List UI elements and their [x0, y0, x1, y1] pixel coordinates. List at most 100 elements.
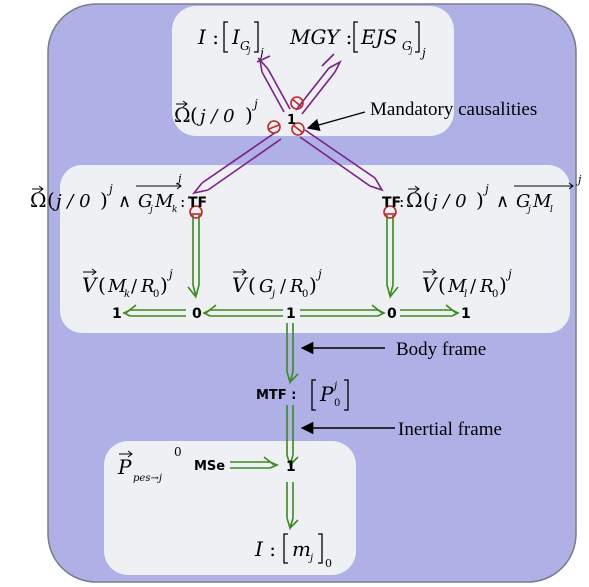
svg-text::: :	[180, 192, 185, 211]
svg-text:M: M	[532, 191, 552, 212]
omega-label-top: Ω ( j / 0 ) j	[174, 97, 258, 127]
svg-text:I: I	[231, 25, 241, 49]
svg-text:P: P	[117, 455, 132, 479]
svg-text:0: 0	[334, 398, 340, 409]
svg-text:j: j	[482, 182, 489, 196]
svg-text:k: k	[172, 205, 177, 215]
svg-text:I :: I :	[254, 537, 276, 561]
svg-text:Ω: Ω	[406, 188, 423, 212]
svg-text:∧: ∧	[118, 191, 131, 212]
svg-text:/: /	[131, 276, 138, 297]
left-tf-modulus-label: Ω ( j / 0 ) j ∧ G j M k j :	[30, 172, 185, 215]
svg-text:): )	[160, 273, 168, 297]
mass-label: I : m j 0	[254, 533, 332, 570]
svg-text:(: (	[248, 273, 256, 297]
svg-text:G: G	[516, 191, 530, 212]
tf-right: TF	[382, 195, 401, 211]
svg-text:j: j	[175, 172, 182, 185]
right-tf-modulus-label: : Ω ( j / 0 ) j ∧ G j M l j	[399, 173, 582, 215]
svg-text:l: l	[550, 205, 553, 215]
svg-text:j: j	[166, 267, 173, 281]
junction-bottom-one: 1	[286, 459, 296, 475]
svg-text:M: M	[154, 191, 174, 212]
svg-text:/: /	[470, 276, 477, 297]
junction-left-zero: 0	[192, 306, 202, 322]
junction-left-one: 1	[112, 306, 122, 322]
svg-text:(: (	[423, 188, 431, 212]
middle-inner-panel	[60, 165, 570, 333]
svg-text:): )	[245, 103, 253, 127]
svg-text:m: m	[292, 537, 311, 561]
svg-text:j: j	[106, 182, 113, 196]
svg-text:0: 0	[492, 289, 498, 300]
junction-middle-one: 1	[286, 306, 296, 322]
svg-text:j: j	[575, 173, 582, 186]
svg-text:I :: I :	[197, 25, 219, 49]
svg-text:P: P	[319, 382, 334, 406]
svg-text:MGY :: MGY :	[289, 25, 352, 49]
svg-text:G: G	[240, 39, 250, 53]
gravity-effort-label: P pes→j 0	[117, 445, 182, 484]
velocity-mk-label: V ( M k / R 0 ) j	[82, 267, 173, 300]
mgy-label: MGY : EJS G j j	[289, 21, 426, 60]
svg-text:V: V	[82, 273, 99, 297]
green-bonds	[122, 215, 460, 531]
junction-right-zero: 0	[387, 306, 397, 322]
junction-top-one: 1	[287, 113, 296, 128]
svg-text:j: j	[251, 97, 258, 111]
svg-text:(: (	[47, 188, 55, 212]
velocity-ml-label: V ( M l / R 0 ) j	[422, 267, 512, 300]
svg-text:j: j	[315, 267, 322, 281]
svg-text:/: /	[280, 276, 287, 297]
svg-text:j: j	[505, 267, 512, 281]
svg-text:R: R	[289, 276, 304, 297]
svg-text:l: l	[464, 289, 467, 300]
svg-text:V: V	[232, 273, 249, 297]
svg-text:G: G	[138, 191, 152, 212]
svg-text:R: R	[479, 276, 494, 297]
svg-text:j: j	[308, 553, 313, 564]
svg-text:j: j	[246, 46, 251, 55]
svg-text:): )	[309, 273, 317, 297]
svg-text:(: (	[438, 273, 446, 297]
svg-text:G: G	[402, 39, 412, 53]
svg-text:0: 0	[174, 445, 182, 459]
svg-text:V: V	[422, 273, 439, 297]
svg-text:j: j	[332, 381, 337, 392]
tf-left: TF	[188, 195, 207, 211]
svg-text:Ω: Ω	[30, 188, 47, 212]
svg-text::: :	[399, 192, 404, 211]
bottom-inner-panel	[104, 441, 356, 575]
svg-text:j: j	[148, 205, 153, 215]
svg-text:j: j	[408, 46, 413, 55]
svg-text:): )	[476, 188, 484, 212]
svg-text:Ω: Ω	[174, 103, 191, 127]
svg-text:j: j	[419, 46, 426, 60]
svg-text:0: 0	[325, 557, 332, 570]
svg-text:k: k	[124, 289, 130, 300]
mtf-modulus-label: P 0 j	[311, 379, 349, 411]
svg-text:0: 0	[153, 289, 159, 300]
svg-text:R: R	[140, 276, 155, 297]
annotation-arrows	[300, 111, 395, 435]
svg-text:): )	[499, 273, 507, 297]
inertia-label: I : I G j j	[197, 21, 264, 60]
svg-text:M: M	[447, 276, 467, 297]
mtf-element: MTF :	[256, 388, 296, 403]
svg-text:M: M	[107, 276, 127, 297]
svg-text:j / 0: j / 0	[428, 191, 467, 212]
svg-text:(: (	[98, 273, 106, 297]
svg-text:): )	[100, 188, 108, 212]
svg-text:j / 0: j / 0	[52, 191, 91, 212]
annotation-inertial-frame: Inertial frame	[398, 419, 502, 440]
svg-text:(: (	[190, 103, 198, 127]
mandatory-causal-markers	[189, 96, 397, 219]
velocity-gj-label: V ( G j / R 0 ) j	[232, 267, 322, 300]
svg-text:j / 0: j / 0	[196, 106, 235, 127]
svg-text:j: j	[526, 205, 531, 215]
svg-text:∧: ∧	[496, 191, 509, 212]
svg-text:j: j	[270, 289, 275, 300]
junction-right-one: 1	[461, 306, 471, 322]
svg-text:pes→j: pes→j	[133, 473, 162, 484]
